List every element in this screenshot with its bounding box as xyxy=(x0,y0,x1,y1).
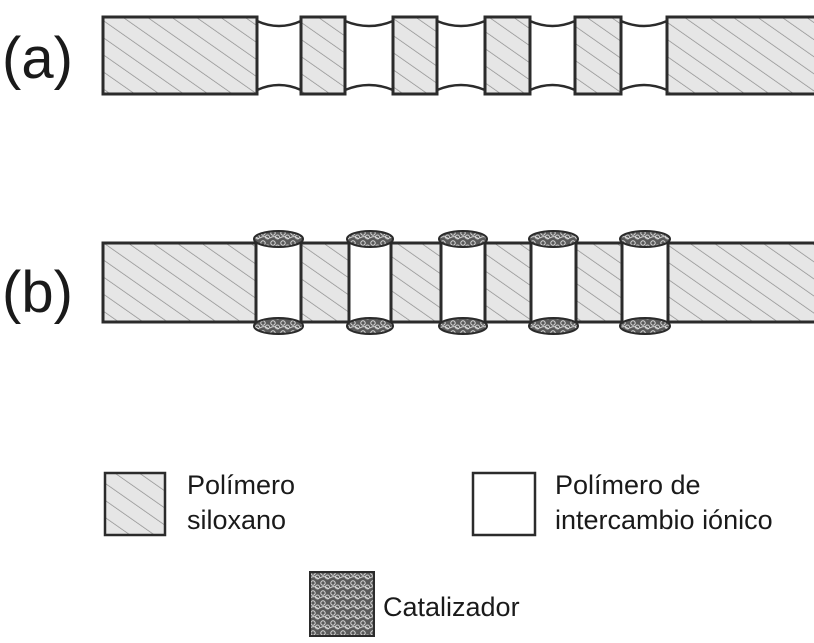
legend-ionic-swatch xyxy=(471,471,537,537)
membrane-strip-b xyxy=(101,230,814,335)
catalyst-top-cap xyxy=(619,230,671,248)
legend-siloxane-label-line1: Polímero xyxy=(187,470,295,500)
siloxane-block xyxy=(483,15,532,96)
catalyst-bottom-cap xyxy=(346,317,394,335)
catalyst-top-cap xyxy=(528,230,579,248)
ionic-exchange-segment xyxy=(343,19,395,92)
ionic-exchange-segment xyxy=(619,19,669,92)
legend-ionic-label-line2: intercambio iónico xyxy=(555,505,773,535)
legend-ionic-label-line1: Polímero de xyxy=(555,470,701,500)
ionic-exchange-cylinder xyxy=(529,237,578,328)
siloxane-block xyxy=(391,15,439,96)
membrane-strip-a xyxy=(101,15,814,96)
siloxane-block xyxy=(299,15,347,96)
ionic-exchange-cylinder xyxy=(254,237,303,328)
ionic-exchange-cylinder xyxy=(620,237,670,328)
catalyst-bottom-cap xyxy=(438,317,488,335)
legend-catalyst-label: Catalizador xyxy=(383,592,520,622)
ionic-exchange-segment xyxy=(255,19,303,92)
legend-siloxane-swatch xyxy=(103,471,167,537)
ionic-exchange-cylinder xyxy=(439,237,487,328)
panel-label-a: (a) xyxy=(2,26,73,91)
catalyst-bottom-cap xyxy=(528,317,579,335)
catalyst-bottom-cap xyxy=(253,317,304,335)
catalyst-top-cap xyxy=(346,230,394,248)
siloxane-block xyxy=(101,15,259,96)
legend-catalyst-swatch xyxy=(309,571,375,637)
legend-siloxane-label-line2: siloxano xyxy=(187,505,286,535)
catalyst-top-cap xyxy=(253,230,304,248)
catalyst-bottom-cap xyxy=(619,317,671,335)
ionic-exchange-cylinder xyxy=(347,237,393,328)
catalyst-top-cap xyxy=(438,230,488,248)
ionic-exchange-segment xyxy=(528,19,577,92)
siloxane-block xyxy=(573,15,623,96)
siloxane-block xyxy=(665,15,814,96)
ionic-exchange-segment xyxy=(435,19,487,92)
panel-label-b: (b) xyxy=(2,260,73,325)
